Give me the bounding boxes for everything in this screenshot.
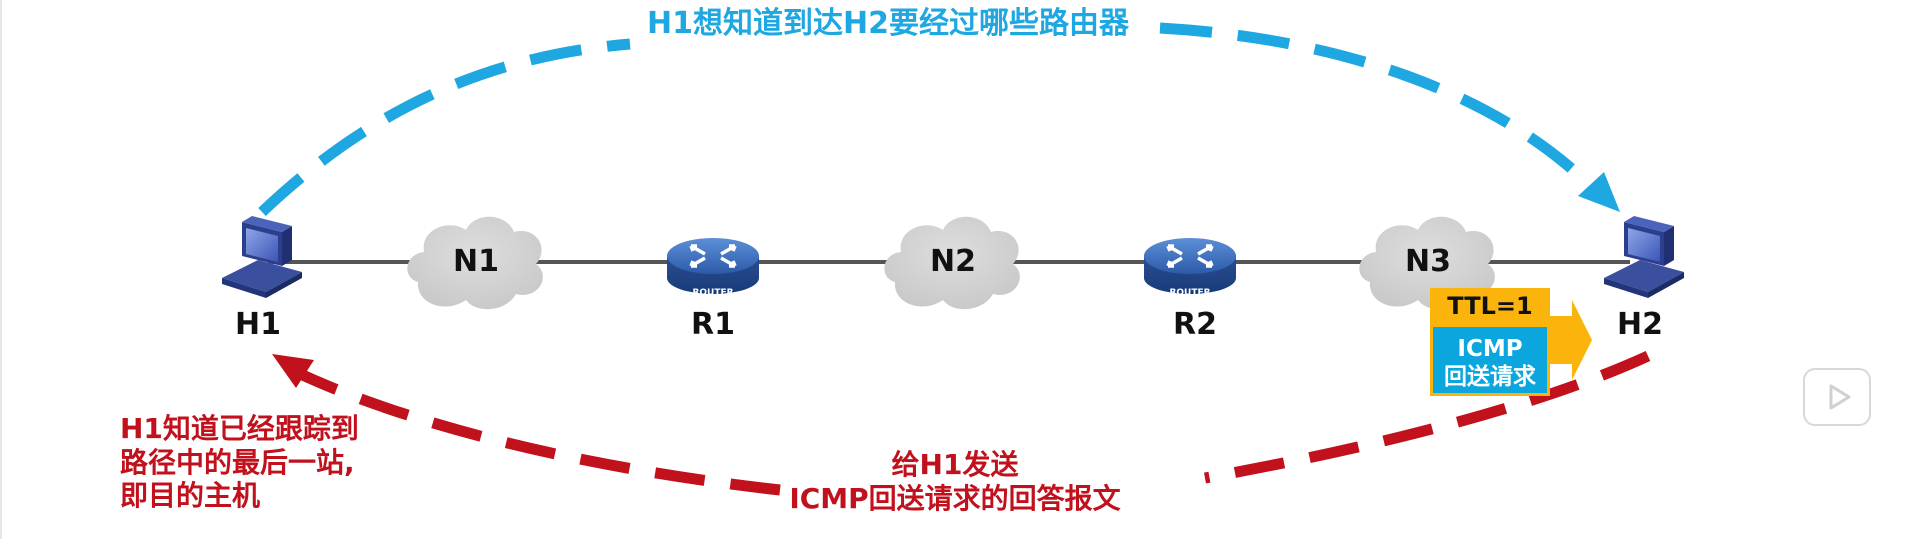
router-badge-r2: ROUTER xyxy=(1169,288,1211,298)
conclusion-line-3: 即目的主机 xyxy=(120,479,261,513)
conclusion-text: H1知道已经跟踪到 路径中的最后一站, 即目的主机 xyxy=(120,412,359,513)
cloud-icon xyxy=(1359,216,1495,310)
conclusion-line-2: 路径中的最后一站, xyxy=(120,445,355,479)
cloud-icon xyxy=(884,216,1020,310)
ttl-box: TTL=1 xyxy=(1430,288,1550,324)
play-button[interactable] xyxy=(1803,368,1871,426)
host-label-h2: H2 xyxy=(1617,307,1663,342)
router-label-r1: R1 xyxy=(691,307,735,342)
question-arrow-path xyxy=(258,22,1605,216)
packet-arrow xyxy=(1548,300,1592,380)
computer-icon xyxy=(1604,216,1684,298)
icmp-line-1: ICMP xyxy=(1457,336,1523,362)
conclusion-line-1: H1知道已经跟踪到 xyxy=(120,412,359,445)
network-label-n3: N3 xyxy=(1405,244,1451,279)
router-badge-r1: ROUTER xyxy=(692,288,734,298)
reply-text-line-1: 给H1发送 xyxy=(891,448,1019,481)
router-label-r2: R2 xyxy=(1173,307,1217,342)
frame-edge xyxy=(0,0,2,539)
reply-text: 给H1发送 ICMP回送请求的回答报文 xyxy=(789,448,1120,515)
question-text: H1想知道到达H2要经过哪些路由器 xyxy=(647,6,1129,41)
computer-icon xyxy=(222,216,302,298)
reply-text-line-2: ICMP回送请求的回答报文 xyxy=(789,481,1121,515)
cloud-icon xyxy=(407,216,543,310)
play-icon xyxy=(1829,384,1851,410)
network-label-n1: N1 xyxy=(453,244,499,279)
reply-arrowhead xyxy=(272,354,314,388)
reply-arrow-path xyxy=(293,350,1651,496)
question-arrowhead xyxy=(1578,172,1620,212)
router-icon xyxy=(1144,238,1236,294)
icmp-line-2: 回送请求 xyxy=(1444,364,1536,390)
icmp-request-box: ICMP 回送请求 xyxy=(1430,324,1550,396)
router-icon xyxy=(667,238,759,294)
host-label-h1: H1 xyxy=(235,307,281,342)
network-label-n2: N2 xyxy=(930,244,976,279)
